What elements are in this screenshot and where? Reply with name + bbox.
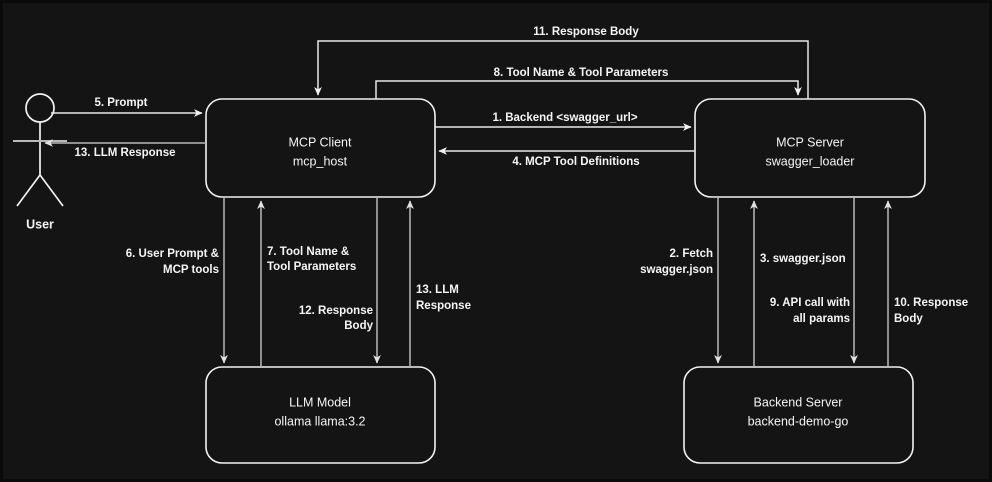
edge-2-fetch-swagger-json: 2. Fetch swagger.json [640, 197, 722, 364]
edge-13b-label: 13. LLM Response [75, 147, 176, 159]
node-mcp-client-box[interactable] [205, 98, 436, 198]
edge-7-tool-name-parameters: 7. Tool Name & Tool Parameters [257, 200, 356, 367]
edge-12-label-line2: Body [344, 320, 373, 332]
node-llm-model[interactable]: LLM Model ollama llama:3.2 [205, 366, 436, 464]
node-user[interactable]: User [13, 93, 67, 231]
architecture-diagram: User MCP Client mcp_host MCP Server swag… [13, 26, 968, 464]
edge-10-response-body: 10. Response Body [884, 200, 968, 367]
user-head-icon [25, 93, 55, 123]
node-llm-model-subtitle: ollama llama:3.2 [274, 414, 365, 428]
node-backend-server-subtitle: backend-demo-go [748, 414, 849, 428]
node-mcp-server-subtitle: swagger_loader [766, 154, 855, 168]
edge-6-label-line1: 6. User Prompt & [126, 248, 219, 260]
edge-2-label-line2: swagger.json [640, 264, 713, 276]
node-mcp-client[interactable]: MCP Client mcp_host [205, 98, 436, 198]
edge-3-label: 3. swagger.json [760, 253, 846, 265]
edge-11-response-body: 11. Response Body [314, 26, 809, 99]
edge-13-llm-response: 13. LLM Response [406, 200, 471, 367]
node-llm-model-box[interactable] [205, 366, 436, 464]
edge-6-label-line2: MCP tools [163, 264, 219, 276]
node-mcp-client-title: MCP Client [289, 135, 353, 149]
node-mcp-server-box[interactable] [694, 98, 926, 198]
edge-13-label-line1: 13. LLM [416, 284, 459, 296]
edge-9-label-line2: all params [793, 313, 850, 325]
edge-9-label-line1: 9. API call with [770, 297, 850, 309]
edge-11-label: 11. Response Body [533, 26, 639, 38]
edge-8-path [375, 80, 802, 99]
node-user-label: User [26, 217, 54, 231]
node-llm-model-title: LLM Model [289, 395, 351, 409]
edge-9-api-call-all-params: 9. API call with all params [770, 197, 858, 364]
edge-6-user-prompt-mcp-tools: 6. User Prompt & MCP tools [126, 197, 228, 364]
node-mcp-server[interactable]: MCP Server swagger_loader [694, 98, 926, 198]
edge-10-label-line1: 10. Response [894, 297, 968, 309]
edge-13b-llm-response-to-user: 13. LLM Response [44, 139, 206, 159]
edge-2-label-line1: 2. Fetch [670, 248, 713, 260]
node-backend-server[interactable]: Backend Server backend-demo-go [683, 366, 914, 464]
edge-10-label-line2: Body [894, 313, 923, 325]
edge-5-prompt: 5. Prompt [51, 97, 203, 117]
edge-12-response-body: 12. Response Body [299, 197, 381, 364]
node-backend-server-box[interactable] [683, 366, 914, 464]
user-left-leg-icon [16, 174, 41, 207]
edge-11-path [314, 40, 809, 99]
node-mcp-client-subtitle: mcp_host [293, 154, 348, 168]
edge-7-label-line1: 7. Tool Name & [267, 246, 349, 258]
edge-4-mcp-tool-definitions: 4. MCP Tool Definitions [438, 147, 695, 168]
edge-8-label: 8. Tool Name & Tool Parameters [494, 67, 669, 79]
edge-12-label-line1: 12. Response [299, 305, 373, 317]
node-backend-server-title: Backend Server [754, 395, 843, 409]
user-right-leg-icon [39, 174, 64, 207]
edge-3-swagger-json: 3. swagger.json [750, 200, 846, 367]
edge-8-tool-name-parameters: 8. Tool Name & Tool Parameters [375, 67, 802, 99]
edge-1-backend-swagger-url: 1. Backend <swagger_url> [435, 112, 692, 131]
edge-7-label-line2: Tool Parameters [267, 261, 356, 273]
edge-13-label-line2: Response [416, 300, 471, 312]
node-mcp-server-title: MCP Server [776, 135, 844, 149]
edge-5-label: 5. Prompt [94, 97, 147, 109]
edge-1-label: 1. Backend <swagger_url> [492, 112, 637, 124]
edge-4-label: 4. MCP Tool Definitions [512, 156, 639, 168]
